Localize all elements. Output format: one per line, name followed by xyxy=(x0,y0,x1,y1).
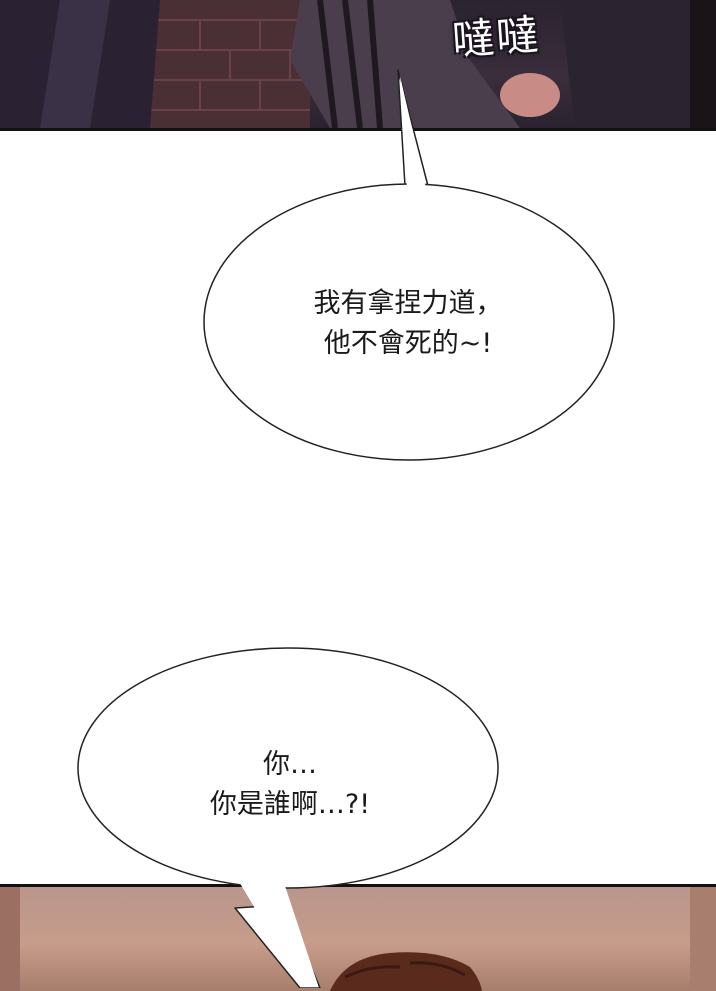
right-edge xyxy=(690,0,716,128)
right-shadow xyxy=(560,0,716,128)
wall-edge-right xyxy=(690,887,716,991)
speech-line: 你是誰啊…?! xyxy=(209,789,371,820)
speech-bubble-2-body xyxy=(77,647,499,889)
hair-strand xyxy=(409,961,466,977)
wall-edge-left xyxy=(0,887,20,991)
speech-line: 他不會死的~! xyxy=(323,328,493,359)
speech-bubble-1 xyxy=(203,69,615,461)
jacket-stripes xyxy=(317,0,383,128)
hair-strand xyxy=(344,965,401,979)
speech-line: 我有拿捏力道， xyxy=(313,288,503,319)
speech-bubble-2 xyxy=(77,647,499,988)
speech-bubble-2-tail-fill xyxy=(238,880,318,985)
top-panel-illustration xyxy=(0,0,716,128)
hand xyxy=(500,73,560,117)
speech-bubble-2-text: 你… 你是誰啊…?! xyxy=(140,745,440,825)
speech-bubble-1-text: 我有拿捏力道， 他不會死的~! xyxy=(258,284,558,364)
speech-line: 你… xyxy=(263,749,317,780)
coat-fold xyxy=(40,0,110,128)
speech-bubble-1-tail-fill xyxy=(400,76,426,188)
top-comic-panel: 噠噠 xyxy=(0,0,716,131)
bottom-panel-illustration xyxy=(0,887,716,991)
bottom-comic-panel xyxy=(0,884,716,991)
character-hair xyxy=(330,952,482,991)
brick-lines xyxy=(150,19,310,111)
